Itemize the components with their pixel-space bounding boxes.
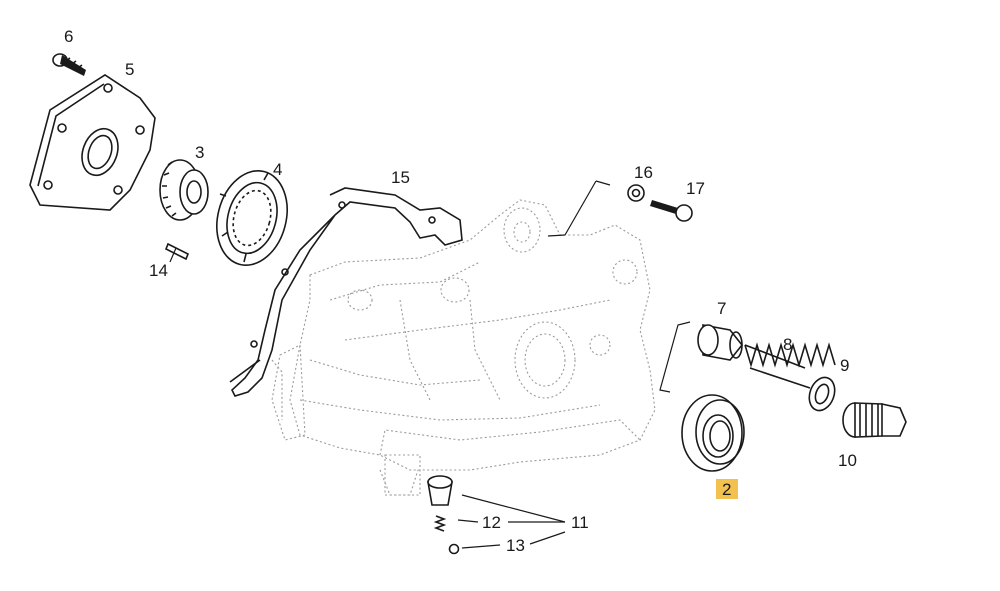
part-16-washer (627, 184, 645, 202)
housing-outline (271, 199, 656, 496)
callout-17: 17 (686, 179, 705, 198)
part-8-spring (744, 342, 836, 389)
part-3-drive-gear (159, 159, 209, 221)
part-11-valve-assembly (427, 475, 453, 506)
callout-4: 4 (273, 160, 282, 179)
part-4-gear-ring (216, 170, 288, 266)
part-9-washer (808, 376, 836, 412)
leader-lines (169, 247, 566, 549)
part-14-pin (164, 242, 190, 261)
part-10-plug (842, 402, 907, 438)
part-13-ball (448, 543, 460, 555)
part-7-piston (659, 321, 744, 393)
callout-highlight-box (716, 479, 738, 499)
callout-5: 5 (125, 60, 134, 79)
part-12-spring (433, 515, 447, 532)
callout-labels: 6 5 3 4 14 15 16 17 7 8 9 10 2 11 12 13 (64, 27, 857, 555)
callout-8: 8 (783, 335, 792, 354)
callout-15: 15 (391, 168, 410, 187)
part-5-cover-plate (29, 74, 156, 211)
callout-10: 10 (838, 451, 857, 470)
part-6-screw (52, 53, 86, 76)
part-2-oil-seal (681, 394, 745, 472)
callout-7: 7 (717, 299, 726, 318)
callout-12: 12 (482, 513, 501, 532)
part-17-bolt (650, 200, 693, 222)
part-15-gasket (229, 187, 463, 397)
callout-3: 3 (195, 143, 204, 162)
callout-13: 13 (506, 536, 525, 555)
callout-2: 2 (722, 480, 731, 499)
part-16-17-leader-bracket (547, 180, 611, 237)
callout-6: 6 (64, 27, 73, 46)
callout-16: 16 (634, 163, 653, 182)
callout-9: 9 (840, 356, 849, 375)
callout-11: 11 (571, 513, 589, 532)
callout-14: 14 (149, 261, 168, 280)
